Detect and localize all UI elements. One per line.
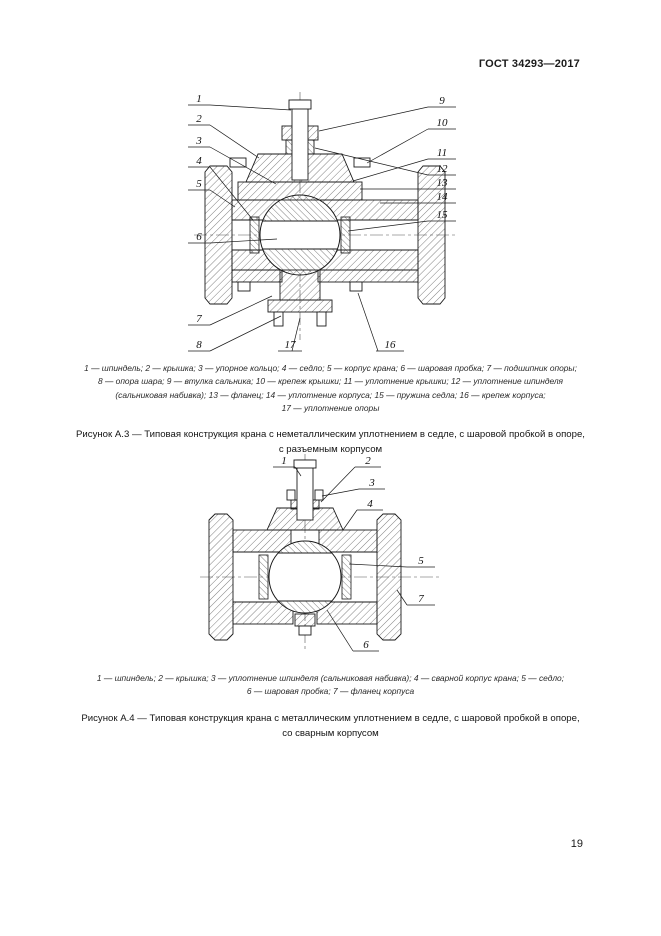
figure-a3-drawing: 1 2 3 4 5 6 7 8 9 10 11 12 13 14 15 16 1… [188, 92, 456, 352]
callout-9: 9 [439, 95, 445, 107]
legend-line: 1 — шпиндель; 2 — крышка; 3 — уплотнение… [96, 673, 565, 683]
callout-5: 5 [418, 555, 424, 567]
figure-a4-drawing: 1 2 3 4 5 7 6 [200, 454, 440, 652]
callout-13: 13 [437, 177, 449, 189]
bottom-trunnion [267, 269, 333, 327]
caption-line: Рисунок А.3 — Типовая конструкция крана … [76, 429, 585, 440]
callout-leaders [273, 466, 435, 652]
caption-line: Рисунок А.4 — Типовая конструкция крана … [81, 713, 580, 724]
figure-a4-legend: 1 — шпиндель; 2 — крышка; 3 — уплотнение… [40, 672, 621, 699]
legend-line: 8 — опора шара; 9 — втулка сальника; 10 … [97, 376, 564, 387]
callout-6: 6 [363, 639, 369, 651]
callout-4: 4 [367, 498, 373, 510]
callout-7: 7 [196, 313, 202, 325]
callout-leaders [188, 104, 456, 352]
callout-16: 16 [385, 339, 397, 351]
bonnet-assembly [266, 459, 344, 531]
valve-body-section [208, 513, 402, 641]
callout-5: 5 [196, 178, 202, 190]
page-number: 19 [570, 838, 583, 850]
callout-15: 15 [437, 209, 449, 221]
legend-line: 17 — уплотнение опоры [281, 403, 380, 414]
legend-line: 1 — шпиндель; 2 — крышка; 3 — упорное ко… [84, 363, 577, 373]
callout-8: 8 [196, 339, 202, 351]
callout-2: 2 [365, 455, 371, 467]
callout-numbers: 1 2 3 4 5 7 6 [281, 455, 424, 651]
callout-14: 14 [437, 191, 449, 203]
callout-12: 12 [437, 163, 449, 175]
callout-1: 1 [196, 93, 202, 105]
caption-line: с разъемным корпусом [278, 443, 383, 455]
callout-6: 6 [196, 231, 202, 243]
callout-17: 17 [285, 339, 297, 351]
callout-10: 10 [437, 117, 449, 129]
legend-line: 6 — шаровая пробка; 7 — фланец корпуса [246, 686, 415, 697]
legend-line: (сальниковая набивка); 13 — фланец; 14 —… [115, 389, 546, 400]
seats [249, 216, 351, 254]
callout-2: 2 [196, 113, 202, 125]
figure-a3-legend: 1 — шпиндель; 2 — крышка; 3 — упорное ко… [40, 362, 621, 416]
figure-a4-caption: Рисунок А.4 — Типовая конструкция крана … [28, 712, 633, 742]
caption-line: со сварным корпусом [282, 727, 379, 739]
callout-3: 3 [195, 135, 202, 147]
bottom-plug [294, 613, 316, 636]
callout-4: 4 [196, 155, 202, 167]
callout-1: 1 [281, 455, 287, 467]
callout-7: 7 [418, 593, 424, 605]
bonnet-assembly [229, 99, 371, 201]
seats [258, 554, 352, 600]
callout-11: 11 [437, 147, 447, 159]
callout-numbers: 1 2 3 4 5 6 7 8 9 10 11 12 13 14 15 16 1… [195, 93, 448, 351]
ball-plug [268, 540, 342, 614]
ball-plug [259, 194, 341, 276]
figure-a3-caption: Рисунок А.3 — Типовая конструкция крана … [28, 428, 633, 458]
callout-3: 3 [368, 477, 375, 489]
document-number: ГОСТ 34293—2017 [478, 58, 580, 70]
